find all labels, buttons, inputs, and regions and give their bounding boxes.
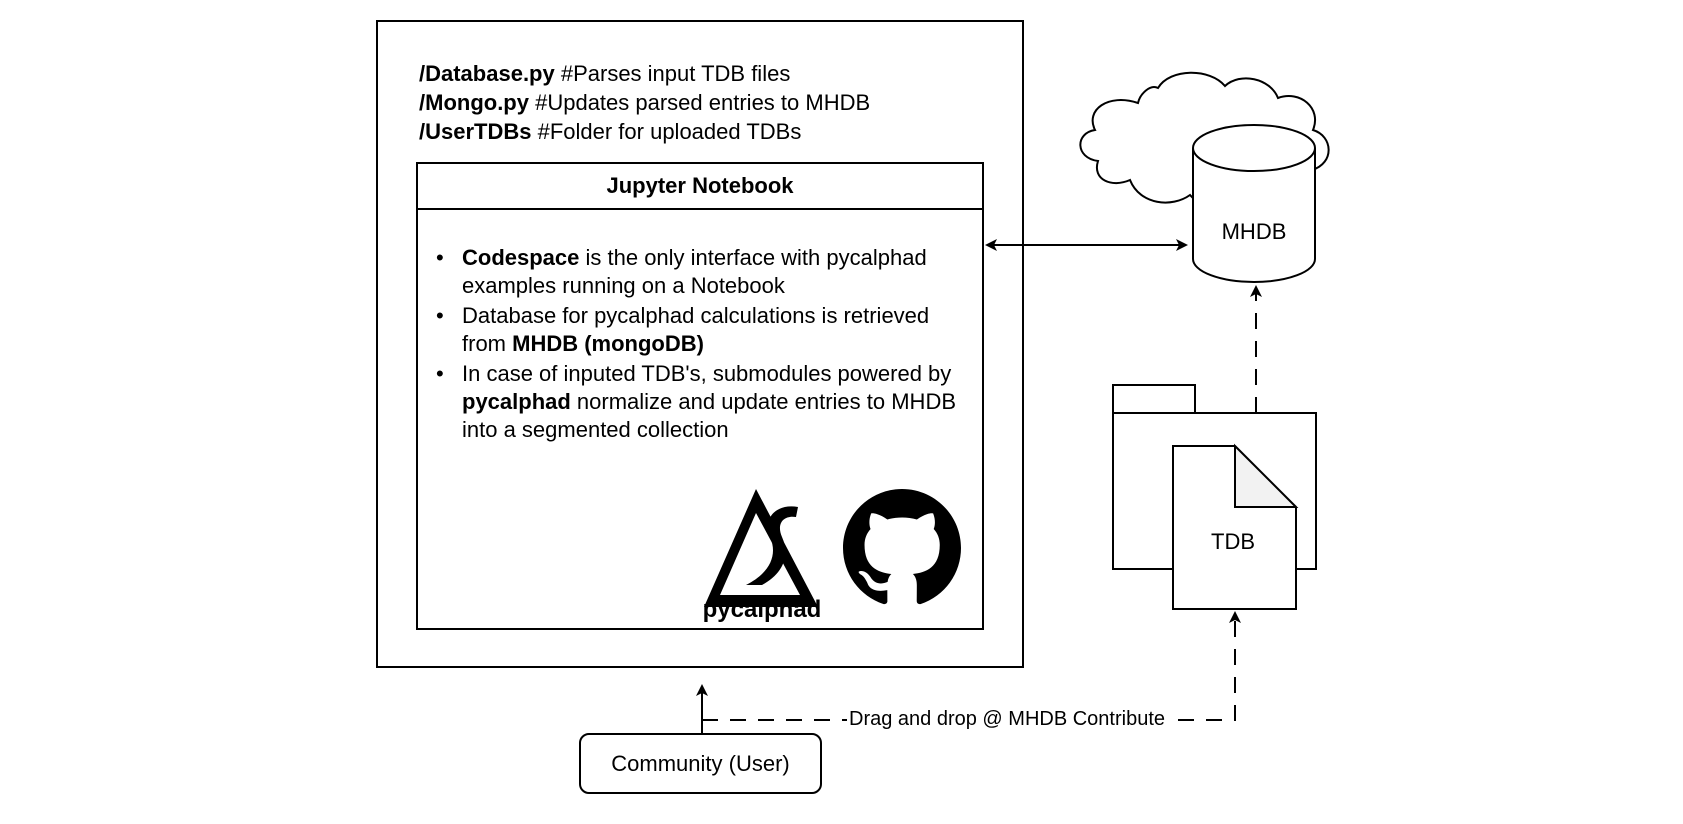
list-item: • Codespace is the only interface with p… <box>436 245 927 298</box>
file-item-database: /Database.py #Parses input TDB files <box>419 61 791 86</box>
bullet-icon: • <box>436 303 444 328</box>
mhdb-label: MHDB <box>1221 219 1287 244</box>
notebook-title: Jupyter Notebook <box>418 164 982 210</box>
jupyter-notebook-box[interactable]: Jupyter Notebook • Codespace is the only… <box>416 162 984 630</box>
codespace-container <box>376 20 1024 668</box>
bullet-icon: • <box>436 245 444 270</box>
file-list: /Database.py #Parses input TDB files /Mo… <box>419 59 870 146</box>
file-item-usertdbs: /UserTDBs #Folder for uploaded TDBs <box>419 119 802 144</box>
github-octocat-icon <box>843 489 961 605</box>
notebook-bullet-list: • Codespace is the only interface with p… <box>432 244 972 446</box>
list-item: • Database for pycalphad calculations is… <box>436 303 930 356</box>
list-item: • In case of inputed TDB's, submodules p… <box>436 361 957 442</box>
mhdb-cylinder[interactable] <box>1192 124 1316 283</box>
pycalphad-wordmark: pycalphad <box>702 596 822 623</box>
drag-drop-edge-label: Drag and drop @ MHDB Contribute <box>847 706 1167 732</box>
bullet-icon: • <box>436 361 444 386</box>
community-user-node[interactable]: Community (User) <box>579 733 822 794</box>
tdb-document-icon[interactable] <box>1172 443 1299 610</box>
pycalphad-logo-icon <box>704 489 818 607</box>
file-item-mongo: /Mongo.py #Updates parsed entries to MHD… <box>419 90 871 115</box>
tdb-label: TDB <box>1211 529 1255 554</box>
